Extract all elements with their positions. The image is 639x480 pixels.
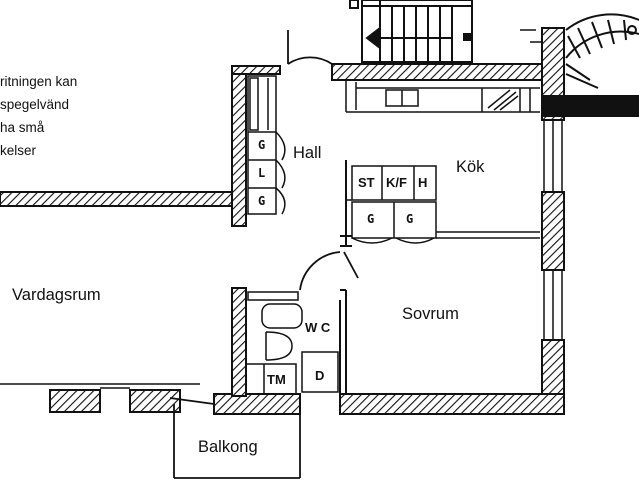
closet-mark: L — [258, 166, 266, 180]
spiral-stair — [541, 13, 639, 117]
room-label-balcony: Balkong — [198, 438, 258, 456]
fixture-label-stove: ST — [358, 175, 375, 190]
bathroom-fixtures — [245, 291, 339, 395]
drawing-note: ritningen kan spegelvänd ha små kelser — [0, 70, 77, 162]
note-line: spegelvänd — [0, 97, 70, 112]
closet-mark: G — [258, 138, 266, 152]
cabinet-mark: G — [367, 212, 375, 226]
note-line: kelser — [0, 143, 37, 158]
interior-walls — [299, 160, 352, 414]
fixture-label-cabinet: H — [418, 175, 428, 190]
room-label-bedroom: Sovrum — [402, 305, 459, 323]
note-line: ha små — [0, 120, 45, 135]
staircase — [349, 0, 542, 63]
room-label-hall: Hall — [293, 144, 322, 162]
closet-mark: G — [258, 194, 266, 208]
note-line: ritningen kan — [0, 74, 78, 89]
doors — [169, 30, 359, 479]
fixture-label-wc: W C — [305, 320, 331, 335]
window-frames — [0, 119, 563, 389]
room-label-kitchen: Kök — [456, 158, 485, 176]
fixture-label-fridge-freezer: K/F — [386, 175, 407, 190]
outer-walls — [0, 27, 565, 415]
room-label-living-room: Vardagsrum — [12, 286, 101, 304]
fixture-label-washing-machine: TM — [267, 372, 286, 387]
kitchen-cabinets — [346, 165, 540, 244]
fixture-label-dryer: D — [315, 368, 325, 383]
kitchen-counter — [345, 80, 540, 113]
hall-closets — [247, 75, 286, 215]
cabinet-mark: G — [406, 212, 414, 226]
